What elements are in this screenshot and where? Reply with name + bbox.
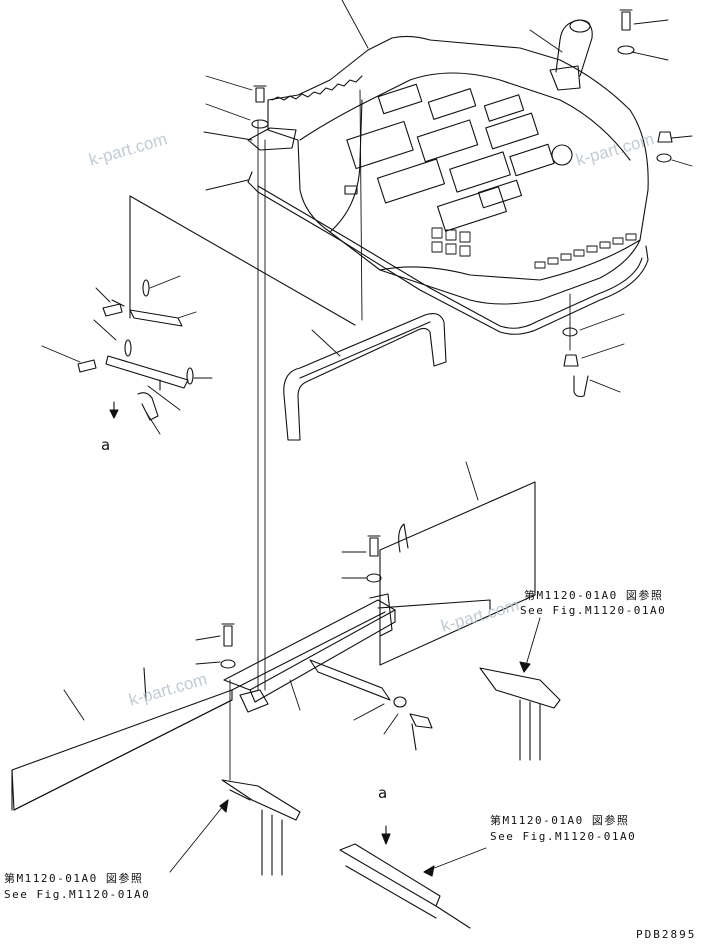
reference-jp: 第M1120-01A0 図参照 [524, 589, 664, 602]
leader-lines [41, 0, 693, 873]
drawing-code: PDB2895 [636, 928, 697, 941]
right-cover [377, 481, 536, 666]
lower-bracket-right [479, 667, 561, 761]
reference-en: See Fig.M1120-01A0 [520, 604, 667, 617]
callout-a-lower: a [378, 784, 388, 802]
reference-en: See Fig.M1120-01A0 [4, 888, 151, 901]
reference-jp: 第M1120-01A0 図参照 [4, 872, 144, 885]
engine-hood [247, 19, 649, 335]
reference-en: See Fig.M1120-01A0 [490, 830, 637, 843]
reference-jp: 第M1120-01A0 図参照 [490, 814, 630, 827]
lower-bracket-left [221, 679, 301, 876]
lower-left-cover [11, 667, 233, 811]
callout-a-upper: a [101, 436, 111, 454]
grab-handle [283, 313, 447, 441]
frame-rail [223, 89, 396, 713]
lower-rail-detail [339, 825, 471, 929]
left-panel [77, 195, 356, 421]
fasteners [220, 9, 673, 751]
